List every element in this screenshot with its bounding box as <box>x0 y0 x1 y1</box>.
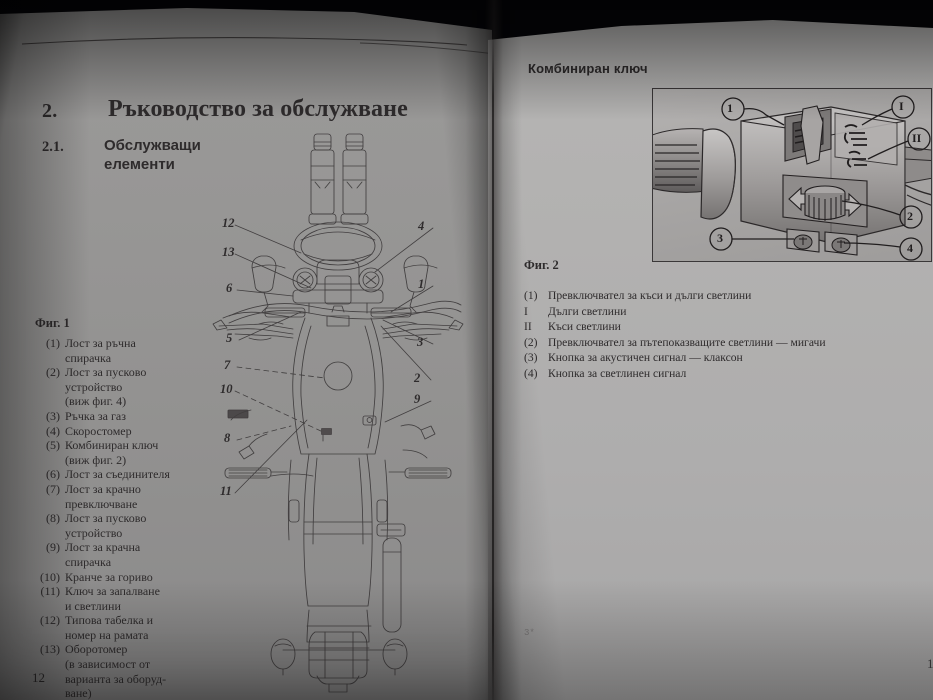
legend-text: Къси светлини <box>548 320 621 334</box>
legend-text: Комбиниран ключ (виж фиг. 2) <box>65 438 159 467</box>
fig2-callout-II: II <box>912 131 922 145</box>
legend-item: (8) Лост за пусково устройство <box>34 511 199 540</box>
legend-item: (4) Кнопка за светлинен сигнал <box>524 366 826 382</box>
legend-text: Превключвател за пътепоказващите светлин… <box>548 335 826 349</box>
fig2-callout-2: 2 <box>907 209 913 223</box>
legend-text: Лост за съединителя <box>65 467 170 482</box>
callout-11: 11 <box>220 484 232 498</box>
callout-9: 9 <box>414 392 421 406</box>
figure-2-legend: (1) Превключвател за къси и дълги светли… <box>524 288 826 382</box>
legend-text: Типова табелка и номер на рамата <box>65 613 154 642</box>
legend-index: (2) <box>46 365 60 380</box>
legend-text: Ключ за запалване и светлини <box>65 584 160 613</box>
legend-item: (9) Лост за крачна спирачка <box>34 540 199 569</box>
legend-item: (7) Лост за крачно превключване <box>34 482 199 511</box>
legend-index: (10) <box>40 569 60 584</box>
top-rule-line <box>21 37 468 46</box>
legend-text: Лост за ръчна спирачка <box>65 336 136 365</box>
fig2-callout-4: 4 <box>907 241 913 255</box>
legend-item: (2) Лост за пусково устройство (виж фиг.… <box>34 365 199 409</box>
callout-13: 13 <box>222 245 235 259</box>
legend-item: (3) Ръчка за газ <box>34 409 199 424</box>
figure-1-legend: (1) Лост за ръчна спирачка (2) Лост за п… <box>34 336 199 700</box>
figure-1-motorcycle-drawing <box>212 133 464 693</box>
legend-text: Дълги светлини <box>548 304 627 318</box>
right-page-number: 1 <box>927 656 933 671</box>
callout-6: 6 <box>226 281 233 295</box>
callout-3: 3 <box>417 335 424 349</box>
signature-mark: 3* <box>524 628 535 638</box>
legend-index: (4) <box>524 366 538 380</box>
right-page-heading: Комбиниран ключ <box>528 61 648 76</box>
legend-index: (3) <box>46 408 60 423</box>
legend-index: (9) <box>46 540 60 555</box>
legend-index: (12) <box>40 613 60 628</box>
figure-1-label: Фиг. 1 <box>35 316 70 330</box>
legend-index: (1) <box>46 336 60 350</box>
legend-item: (11) Ключ за запалване и светлини <box>34 584 199 613</box>
callout-8: 8 <box>224 431 231 445</box>
legend-text: Лост за пусково устройство <box>65 511 147 540</box>
legend-item: (10) Кранче за гориво <box>34 570 199 585</box>
callout-5: 5 <box>226 331 233 345</box>
callout-1: 1 <box>418 277 425 291</box>
legend-index: (8) <box>46 511 60 526</box>
legend-index: (3) <box>524 351 538 365</box>
legend-item: (3) Кнопка за акустичен сигнал — клаксон <box>524 350 826 366</box>
legend-index: (5) <box>46 438 60 453</box>
figure-2-combination-switch-photo: 1 I II 2 3 4 <box>652 88 932 262</box>
legend-item: (1) Превключвател за къси и дълги светли… <box>524 288 826 304</box>
legend-index: (1) <box>524 289 538 302</box>
section-title: Обслужващи елементи <box>104 137 201 173</box>
legend-index: (6) <box>46 467 60 482</box>
legend-text: Кнопка за светлинен сигнал <box>548 366 687 380</box>
top-rule-line-secondary <box>359 42 492 55</box>
legend-item: (1) Лост за ръчна спирачка <box>34 336 199 365</box>
legend-text: Кранче за гориво <box>65 569 153 584</box>
legend-index: (4) <box>46 423 60 438</box>
chapter-number: 2. <box>42 100 58 122</box>
fig2-callout-1: 1 <box>727 101 733 115</box>
legend-item: I Дълги светлини <box>524 304 826 320</box>
legend-index: (2) <box>524 335 538 349</box>
callout-4: 4 <box>418 219 425 233</box>
callout-2: 2 <box>414 371 421 385</box>
legend-index: I <box>524 304 528 318</box>
figure-2-switch-illustration <box>653 95 931 261</box>
legend-item: (2) Превключвател за пътепоказващите све… <box>524 335 826 351</box>
figure-2-label: Фиг. 2 <box>524 258 559 272</box>
legend-index: II <box>524 320 532 334</box>
legend-text: Кнопка за акустичен сигнал — клаксон <box>548 351 743 365</box>
legend-text: Превключвател за къси и дълги светлини <box>548 289 752 302</box>
legend-item: (12) Типова табелка и номер на рамата <box>34 613 199 642</box>
legend-text: Скоростомер <box>65 423 132 438</box>
callout-12: 12 <box>222 216 235 230</box>
legend-text: Лост за крачно превключване <box>65 481 141 511</box>
legend-item: (4) Скоростомер <box>34 424 199 439</box>
legend-item: (13) Оборотомер (в зависимост от вариант… <box>34 642 199 700</box>
section-number: 2.1. <box>42 139 64 155</box>
fig2-callout-I: I <box>899 99 904 113</box>
callout-10: 10 <box>220 382 233 396</box>
chapter-title: Ръководство за обслужване <box>108 96 408 122</box>
legend-item: (5) Комбиниран ключ (виж фиг. 2) <box>34 438 199 467</box>
legend-text: Лост за пусково устройство (виж фиг. 4) <box>65 365 147 409</box>
legend-item: (6) Лост за съединителя <box>34 467 199 482</box>
legend-index: (7) <box>46 481 60 496</box>
fig2-callout-3: 3 <box>717 231 723 245</box>
legend-index: (11) <box>40 584 60 599</box>
callout-7: 7 <box>224 358 231 372</box>
legend-text: Ръчка за газ <box>65 408 126 423</box>
left-page-number: 12 <box>32 670 45 685</box>
legend-item: II Къси светлини <box>524 319 826 335</box>
legend-index: (13) <box>40 642 60 657</box>
legend-text: Оборотомер (в зависимост от варианта за … <box>65 642 167 700</box>
legend-text: Лост за крачна спирачка <box>65 540 141 569</box>
